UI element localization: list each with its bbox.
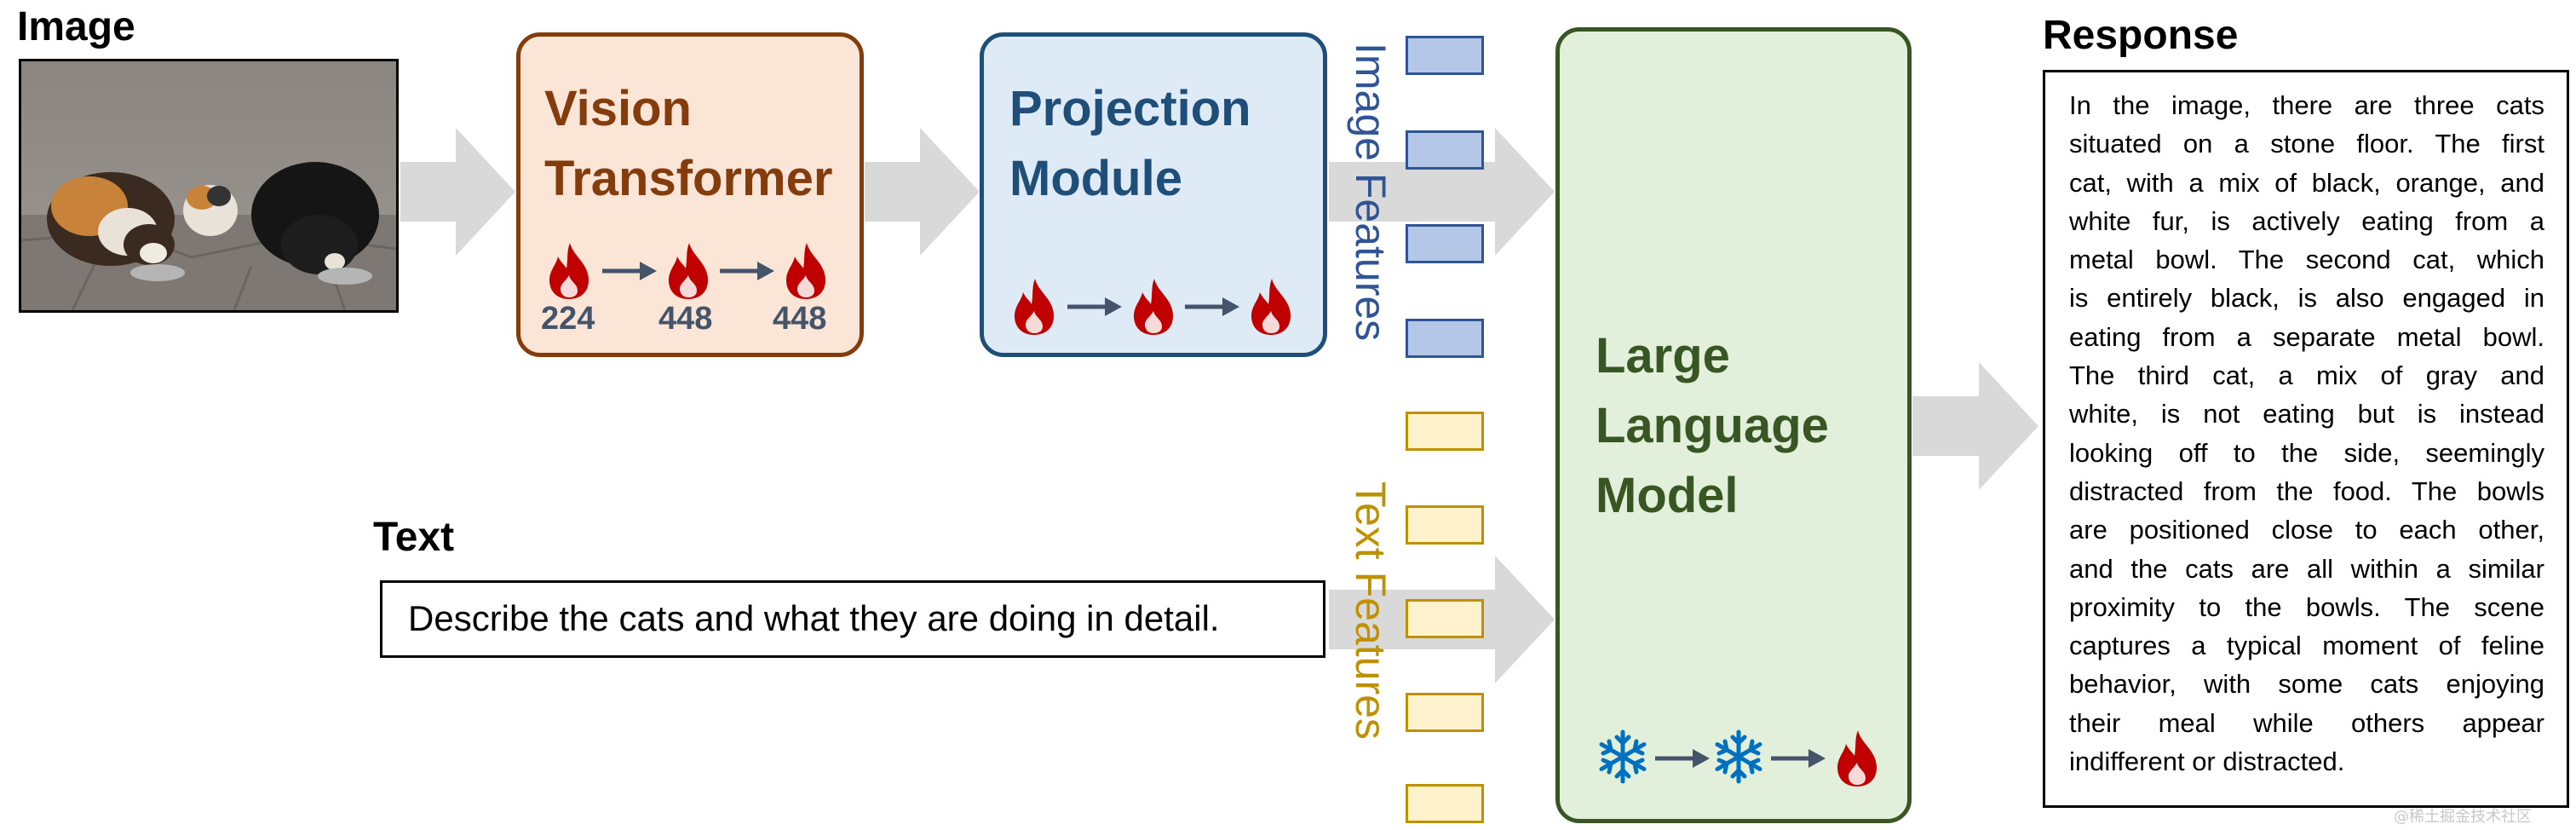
input-image <box>19 59 399 313</box>
llm-title: Large Language Model <box>1596 328 1829 523</box>
right-arrow-icon <box>720 262 774 280</box>
response-line: metal bowl. The second cat, which <box>2069 245 2544 275</box>
vit-resolution-2: 448 <box>658 301 713 337</box>
flame-icon <box>1251 279 1291 335</box>
flame-icon <box>549 243 589 299</box>
text-feature-token <box>1406 693 1484 732</box>
snowflake-icon <box>1599 729 1647 784</box>
projection-module-title: Projection Module <box>1009 81 1251 206</box>
snowflake-icon <box>1715 729 1762 784</box>
vision-transformer-title: Vision Transformer <box>544 81 833 206</box>
arrow-image-features-to-llm <box>1329 128 1555 256</box>
response-line: The third cat, a mix of gray and <box>2069 360 2544 391</box>
text-prompt: Describe the cats and what they are doin… <box>408 598 1220 638</box>
vision-transformer-box: Vision Transformer 224 448 448 <box>516 32 864 357</box>
right-arrow-icon <box>1185 297 1239 316</box>
text-feature-token <box>1406 599 1484 638</box>
text-prompt-box: Describe the cats and what they are doin… <box>380 580 1325 658</box>
arrow-vit-to-proj <box>865 128 980 256</box>
response-box: In the image, there are three cats situa… <box>2043 70 2569 808</box>
image-feature-token <box>1406 224 1484 263</box>
text-feature-token <box>1406 505 1484 545</box>
watermark: @稀土掘金技术社区 <box>2394 808 2532 826</box>
response-line: proximity to the bowls. The scene <box>2069 591 2544 622</box>
response-label: Response <box>2043 13 2239 58</box>
flame-icon <box>669 243 708 299</box>
flame-icon <box>1015 279 1054 335</box>
llm-stages <box>1596 729 1902 797</box>
llm-box: Large Language Model <box>1555 27 1912 823</box>
text-feature-token <box>1406 784 1484 823</box>
right-arrow-icon <box>1771 749 1826 768</box>
right-arrow-icon <box>1655 749 1710 768</box>
text-feature-token <box>1406 412 1484 451</box>
response-line: behavior, with some cats enjoying <box>2069 669 2544 700</box>
response-line: and the cats are all within a similar <box>2069 553 2544 584</box>
response-line: white fur, is actively eating from a <box>2069 205 2544 236</box>
response-line: cat, with a mix of black, orange, and <box>2069 167 2544 198</box>
projection-module-box: Projection Module <box>980 32 1327 357</box>
response-line: eating from a separate metal bowl. <box>2069 321 2544 352</box>
text-label: Text <box>373 515 455 560</box>
flame-icon <box>786 243 825 299</box>
response-line: is entirely black, is also engaged in <box>2069 283 2544 314</box>
projection-stages <box>1009 277 1316 345</box>
response-line: captures a typical moment of feline <box>2069 631 2544 661</box>
flame-icon <box>1837 730 1877 787</box>
arrow-llm-to-response <box>1912 362 2038 490</box>
text-features-label: Text Features <box>1347 481 1394 740</box>
vit-resolution-1: 224 <box>541 301 595 337</box>
response-line: indifferent or distracted. <box>2069 746 2345 777</box>
image-feature-token <box>1406 130 1484 170</box>
response-line: In the image, there are three cats <box>2069 90 2544 120</box>
image-feature-token <box>1406 319 1484 358</box>
image-feature-token <box>1406 36 1484 75</box>
right-arrow-icon <box>602 262 657 280</box>
response-line: their meal while others appear <box>2069 707 2544 738</box>
response-line: looking off to the side, seemingly <box>2069 437 2544 468</box>
response-line: situated on a stone floor. The first <box>2069 129 2544 159</box>
response-line: white, is not eating but is instead <box>2069 399 2544 429</box>
cats-photo <box>21 61 396 310</box>
right-arrow-icon <box>1067 297 1122 316</box>
response-line: are positioned close to each other, <box>2069 515 2544 545</box>
response-text: In the image, there are three cats situa… <box>2069 86 2544 781</box>
flame-icon <box>1134 279 1173 335</box>
vit-stages <box>544 241 851 309</box>
response-line: distracted from the food. The bowls <box>2069 476 2544 506</box>
image-features-label: Image Features <box>1347 43 1394 342</box>
arrow-image-to-vit <box>400 128 515 256</box>
vit-resolution-3: 448 <box>773 301 827 337</box>
image-label: Image <box>17 4 135 49</box>
